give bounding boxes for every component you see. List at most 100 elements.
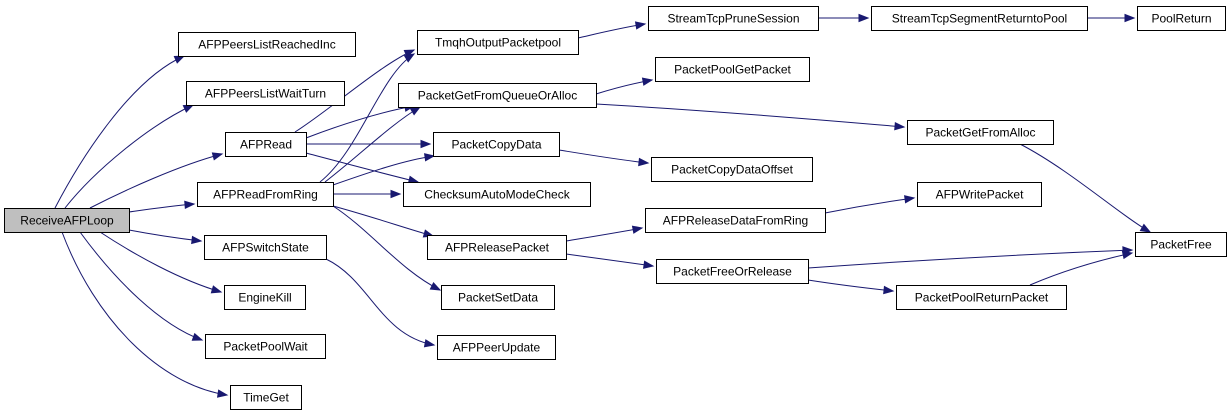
node-AFPReadFromRing[interactable]: AFPReadFromRing bbox=[197, 182, 334, 207]
node-box-AFPPeersListWaitTurn[interactable] bbox=[186, 81, 345, 106]
node-box-AFPWritePacket[interactable] bbox=[917, 182, 1042, 207]
node-label-ReceiveAFPLoop: ReceiveAFPLoop bbox=[20, 214, 114, 228]
edge-ReceiveAFPLoop-to-AFPSwitchState bbox=[128, 229, 202, 242]
arrowhead-PacketFreeOrRelease-to-PacketPoolReturnPacket bbox=[883, 285, 895, 295]
edge-ReceiveAFPLoop-to-AFPPeersListWaitTurn bbox=[64, 104, 194, 209]
node-label-AFPSwitchState: AFPSwitchState bbox=[222, 241, 309, 255]
node-box-PacketFreeOrRelease[interactable] bbox=[656, 259, 809, 284]
node-box-AFPPeersListReachedInc[interactable] bbox=[178, 32, 356, 57]
arrowhead-ReceiveAFPLoop-to-AFPPeersListReachedInc bbox=[173, 55, 186, 64]
node-box-AFPReadFromRing[interactable] bbox=[197, 182, 334, 207]
node-EngineKill[interactable]: EngineKill bbox=[224, 285, 306, 310]
edge-AFPReadFromRing-to-PacketSetData bbox=[332, 205, 441, 291]
node-box-ChecksumAutoModeCheck[interactable] bbox=[403, 182, 591, 207]
arrowhead-AFPReleasePacket-to-PacketFreeOrRelease bbox=[642, 260, 655, 269]
arrowhead-StreamTcpPruneSession-to-StreamTcpSegmentReturntoPool bbox=[858, 13, 870, 23]
edge-PacketFreeOrRelease-to-PacketFree bbox=[807, 249, 1133, 269]
node-box-TimeGet[interactable] bbox=[230, 385, 302, 410]
edge-ReceiveAFPLoop-to-TimeGet bbox=[61, 231, 228, 396]
node-PacketFreeOrRelease[interactable]: PacketFreeOrRelease bbox=[656, 259, 809, 284]
node-box-AFPReleaseDataFromRing[interactable] bbox=[645, 208, 826, 233]
node-PacketPoolGetPacket[interactable]: PacketPoolGetPacket bbox=[655, 57, 810, 82]
edge-AFPReadFromRing-to-PacketGetFromQueueOrAlloc bbox=[324, 106, 421, 183]
node-box-AFPRead[interactable] bbox=[225, 132, 307, 157]
node-label-TmqhOutputPacketpool: TmqhOutputPacketpool bbox=[435, 36, 561, 50]
edge-AFPReadFromRing-to-PacketCopyData bbox=[332, 155, 435, 186]
node-StreamTcpPruneSession[interactable]: StreamTcpPruneSession bbox=[648, 6, 819, 31]
edge-PacketCopyData-to-PacketCopyDataOffset bbox=[558, 149, 649, 164]
node-box-PacketPoolGetPacket[interactable] bbox=[655, 57, 810, 82]
node-StreamTcpSegmentReturntoPool[interactable]: StreamTcpSegmentReturntoPool bbox=[871, 6, 1088, 31]
node-PacketFree[interactable]: PacketFree bbox=[1135, 232, 1227, 257]
node-box-PacketCopyData[interactable] bbox=[433, 132, 560, 157]
node-PacketPoolWait[interactable]: PacketPoolWait bbox=[205, 334, 326, 359]
node-TmqhOutputPacketpool[interactable]: TmqhOutputPacketpool bbox=[417, 30, 579, 55]
node-label-PacketGetFromQueueOrAlloc: PacketGetFromQueueOrAlloc bbox=[418, 89, 577, 103]
arrowhead-AFPReadFromRing-to-PacketSetData bbox=[429, 281, 442, 291]
arrowhead-ReceiveAFPLoop-to-AFPSwitchState bbox=[191, 235, 203, 245]
arrowhead-ReceiveAFPLoop-to-AFPRead bbox=[211, 152, 224, 161]
node-box-PacketPoolReturnPacket[interactable] bbox=[896, 285, 1067, 310]
edge-AFPRead-to-ChecksumAutoModeCheck bbox=[305, 152, 419, 183]
node-box-StreamTcpPruneSession[interactable] bbox=[648, 6, 819, 31]
node-PacketGetFromQueueOrAlloc[interactable]: PacketGetFromQueueOrAlloc bbox=[398, 83, 597, 108]
arrowhead-PacketGetFromQueueOrAlloc-to-PacketPoolGetPacket bbox=[641, 77, 654, 86]
node-label-PacketFreeOrRelease: PacketFreeOrRelease bbox=[673, 265, 792, 279]
node-box-PacketFree[interactable] bbox=[1135, 232, 1227, 257]
node-AFPPeersListReachedInc[interactable]: AFPPeersListReachedInc bbox=[178, 32, 356, 57]
node-ChecksumAutoModeCheck[interactable]: ChecksumAutoModeCheck bbox=[403, 182, 591, 207]
node-box-AFPSwitchState[interactable] bbox=[204, 235, 327, 260]
node-box-PacketGetFromQueueOrAlloc[interactable] bbox=[398, 83, 597, 108]
node-box-PacketPoolWait[interactable] bbox=[205, 334, 326, 359]
node-PacketCopyDataOffset[interactable]: PacketCopyDataOffset bbox=[651, 157, 813, 182]
arrowhead-AFPReadFromRing-to-ChecksumAutoModeCheck bbox=[390, 189, 402, 199]
node-label-AFPWritePacket: AFPWritePacket bbox=[936, 188, 1024, 202]
node-AFPReleaseDataFromRing[interactable]: AFPReleaseDataFromRing bbox=[645, 208, 826, 233]
node-PacketPoolReturnPacket[interactable]: PacketPoolReturnPacket bbox=[896, 285, 1067, 310]
node-box-TmqhOutputPacketpool[interactable] bbox=[417, 30, 579, 55]
node-AFPPeerUpdate[interactable]: AFPPeerUpdate bbox=[437, 335, 556, 360]
node-label-EngineKill: EngineKill bbox=[238, 291, 291, 305]
node-box-PacketGetFromAlloc[interactable] bbox=[907, 120, 1054, 145]
node-box-AFPReleasePacket[interactable] bbox=[427, 235, 567, 260]
arrowhead-ReceiveAFPLoop-to-PacketPoolWait bbox=[191, 332, 204, 341]
node-AFPRead[interactable]: AFPRead bbox=[225, 132, 307, 157]
node-box-PacketSetData[interactable] bbox=[441, 285, 555, 310]
node-box-ReceiveAFPLoop[interactable] bbox=[4, 208, 130, 233]
node-box-EngineKill[interactable] bbox=[224, 285, 306, 310]
node-label-AFPReleasePacket: AFPReleasePacket bbox=[445, 241, 550, 255]
arrowhead-AFPReleasePacket-to-AFPReleaseDataFromRing bbox=[631, 225, 644, 234]
edge-AFPReadFromRing-to-TmqhOutputPacketpool bbox=[319, 53, 415, 183]
edge-AFPRead-to-TmqhOutputPacketpool bbox=[294, 49, 415, 133]
arrowhead-AFPReadFromRing-to-PacketCopyData bbox=[424, 153, 436, 162]
node-PacketCopyData[interactable]: PacketCopyData bbox=[433, 132, 560, 157]
edge-PacketFreeOrRelease-to-PacketPoolReturnPacket bbox=[807, 279, 894, 292]
node-box-AFPPeerUpdate[interactable] bbox=[437, 335, 556, 360]
node-AFPSwitchState[interactable]: AFPSwitchState bbox=[204, 235, 327, 260]
node-label-PacketSetData: PacketSetData bbox=[458, 291, 538, 305]
node-ReceiveAFPLoop[interactable]: ReceiveAFPLoop bbox=[4, 208, 130, 233]
node-label-AFPReadFromRing: AFPReadFromRing bbox=[213, 188, 318, 202]
node-PoolReturn[interactable]: PoolReturn bbox=[1137, 6, 1226, 31]
node-AFPReleasePacket[interactable]: AFPReleasePacket bbox=[427, 235, 567, 260]
node-box-PoolReturn[interactable] bbox=[1137, 6, 1226, 31]
edge-PacketPoolReturnPacket-to-PacketFree bbox=[1029, 252, 1133, 286]
node-label-ChecksumAutoModeCheck: ChecksumAutoModeCheck bbox=[424, 188, 570, 202]
node-AFPPeersListWaitTurn[interactable]: AFPPeersListWaitTurn bbox=[186, 81, 345, 106]
node-label-AFPPeerUpdate: AFPPeerUpdate bbox=[453, 341, 541, 355]
edge-ReceiveAFPLoop-to-AFPReadFromRing bbox=[128, 203, 195, 213]
node-TimeGet[interactable]: TimeGet bbox=[230, 385, 302, 410]
arrowhead-StreamTcpSegmentReturntoPool-to-PoolReturn bbox=[1124, 13, 1136, 23]
node-box-StreamTcpSegmentReturntoPool[interactable] bbox=[871, 6, 1088, 31]
node-PacketSetData[interactable]: PacketSetData bbox=[441, 285, 555, 310]
node-PacketGetFromAlloc[interactable]: PacketGetFromAlloc bbox=[907, 120, 1054, 145]
edge-PacketGetFromQueueOrAlloc-to-PacketGetFromAlloc bbox=[595, 103, 905, 128]
arrowhead-AFPReadFromRing-to-TmqhOutputPacketpool bbox=[403, 53, 416, 63]
arrowhead-ReceiveAFPLoop-to-AFPPeersListWaitTurn bbox=[182, 104, 195, 113]
node-AFPWritePacket[interactable]: AFPWritePacket bbox=[917, 182, 1042, 207]
node-box-PacketCopyDataOffset[interactable] bbox=[651, 157, 813, 182]
node-label-PacketCopyData: PacketCopyData bbox=[451, 138, 541, 152]
edge-ReceiveAFPLoop-to-EngineKill bbox=[99, 231, 222, 293]
edge-AFPReleasePacket-to-AFPReleaseDataFromRing bbox=[565, 227, 643, 242]
